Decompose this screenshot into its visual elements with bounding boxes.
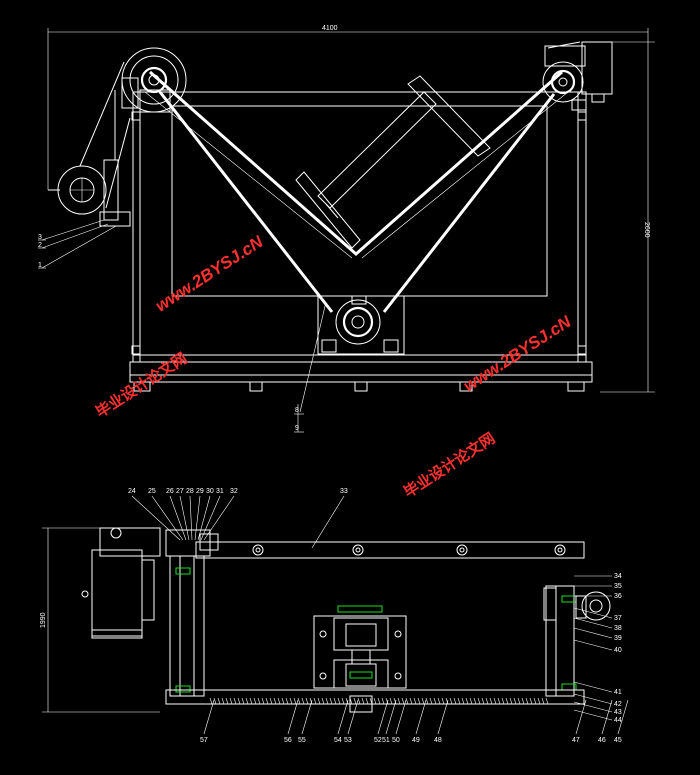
callout-24: 24: [128, 488, 136, 495]
callout-26: 26: [166, 488, 174, 495]
bottom-view: 1990: [40, 488, 629, 744]
right-drive-pulley: [542, 41, 613, 111]
callout-35: 35: [614, 583, 622, 590]
callout-33: 33: [340, 488, 348, 495]
callout-55: 55: [298, 737, 306, 744]
top-width-dimension: 4100: [322, 25, 338, 32]
watermark-1-url: www.2BYSJ.cN: [152, 232, 267, 316]
callout-9: 9: [295, 425, 299, 432]
callout-42: 42: [614, 701, 622, 708]
callout-46: 46: [598, 737, 606, 744]
callout-29: 29: [196, 488, 204, 495]
callout-3: 3: [38, 234, 42, 241]
frame-bolts: [131, 111, 587, 355]
top-view: 4100 2600: [38, 25, 655, 433]
bottom-dimensions: 1990: [40, 527, 160, 713]
watermark-2-cn: 毕业设计论文网: [400, 429, 498, 501]
callout-56: 56: [284, 737, 292, 744]
callout-32: 32: [230, 488, 238, 495]
drive-motor: [81, 527, 161, 639]
base-feet: [133, 381, 585, 392]
callout-39: 39: [614, 635, 622, 642]
callout-40: 40: [614, 647, 622, 654]
callout-45: 45: [614, 737, 622, 744]
callout-36: 36: [614, 593, 622, 600]
callout-54: 54: [334, 737, 342, 744]
callout-8: 8: [295, 407, 299, 414]
base-rail: [129, 361, 593, 383]
left-drive-pulley: [114, 47, 187, 160]
callout-27: 27: [176, 488, 184, 495]
callout-30: 30: [206, 488, 214, 495]
callout-50: 50: [392, 737, 400, 744]
callout-43: 43: [614, 709, 622, 716]
center-carriage: [313, 605, 407, 713]
callout-41: 41: [614, 689, 622, 696]
top-callouts: 3 2 1 8 9: [38, 219, 327, 433]
callout-52: 52: [374, 737, 382, 744]
callout-34: 34: [614, 573, 622, 580]
callout-44: 44: [614, 717, 622, 724]
watermark-2-url: www.2BYSJ.cN: [460, 312, 575, 396]
callout-37: 37: [614, 615, 622, 622]
callout-51: 51: [382, 737, 390, 744]
callout-25: 25: [148, 488, 156, 495]
callout-1: 1: [38, 262, 42, 269]
left-column: [165, 529, 219, 697]
top-beam: [195, 541, 585, 559]
callout-53: 53: [344, 737, 352, 744]
bottom-height-dimension: 1990: [40, 612, 47, 628]
top-height-dimension: 2600: [643, 222, 650, 238]
callout-31: 31: [216, 488, 224, 495]
callout-57: 57: [200, 737, 208, 744]
left-tension-wheel: [48, 61, 131, 227]
v-belt: [144, 70, 569, 313]
watermark-1-cn: 毕业设计论文网: [92, 349, 190, 421]
bottom-tension-pulley: [317, 295, 405, 355]
callout-49: 49: [412, 737, 420, 744]
callout-28: 28: [186, 488, 194, 495]
diagonal-frame: [295, 75, 491, 249]
callout-48: 48: [434, 737, 442, 744]
bottom-rail: [165, 689, 585, 705]
callout-2: 2: [38, 242, 42, 249]
watermark-2: 毕业设计论文网 www.2BYSJ.cN: [400, 312, 575, 502]
callout-38: 38: [614, 625, 622, 632]
watermark-1: 毕业设计论文网 www.2BYSJ.cN: [92, 232, 267, 422]
right-column: [543, 585, 611, 697]
callout-47: 47: [572, 737, 580, 744]
top-beam-bolts: [252, 544, 566, 556]
rail-teeth: [209, 697, 549, 705]
overall-dimensions: 4100 2600: [47, 25, 655, 393]
